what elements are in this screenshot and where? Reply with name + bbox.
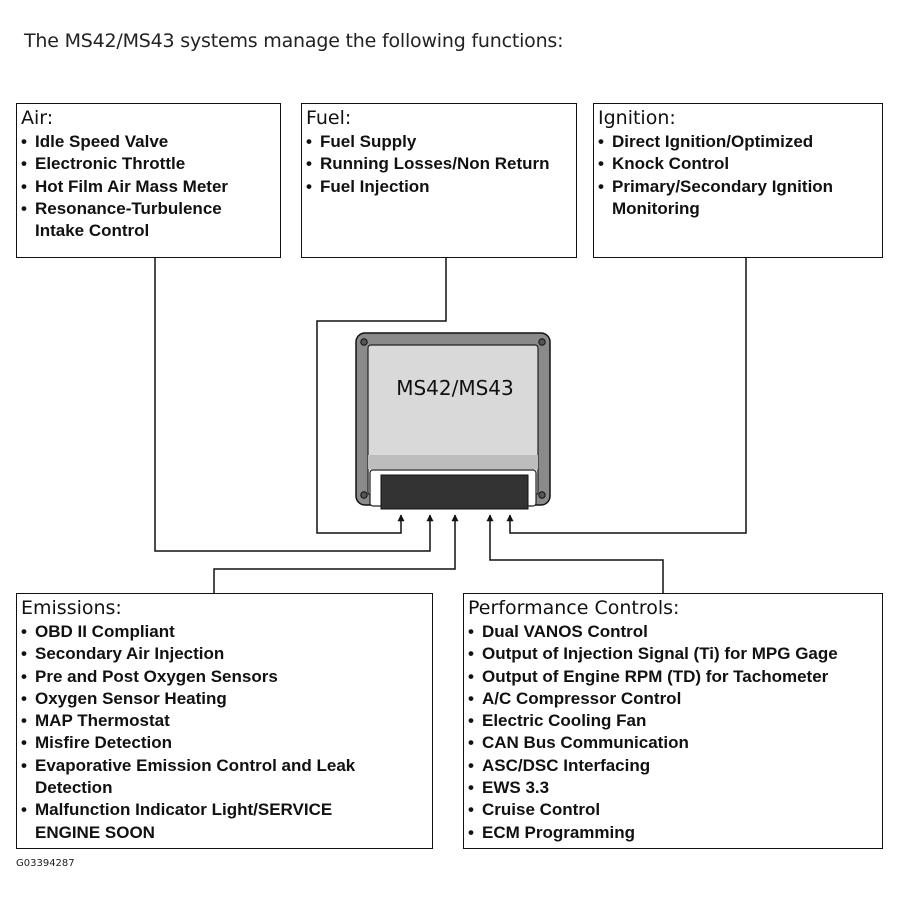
screw-icon — [538, 491, 546, 499]
list-item: Evaporative Emission Control and Leak De… — [21, 755, 410, 800]
list-item: Fuel Injection — [306, 176, 576, 199]
list-item: Cruise Control — [468, 799, 882, 822]
air-box: Air: Idle Speed Valve Electronic Throttl… — [16, 103, 281, 258]
list-item: Pre and Post Oxygen Sensors — [21, 666, 432, 689]
air-title: Air: — [21, 107, 54, 129]
list-item: Malfunction Indicator Light/SERVICE ENGI… — [21, 799, 395, 844]
air-connection-line — [154, 257, 434, 552]
figure-code: G03394287 — [16, 858, 75, 869]
fuel-title: Fuel: — [306, 107, 352, 129]
performance-list: Dual VANOS Control Output of Injection S… — [468, 621, 882, 844]
fuel-connection-line — [316, 257, 447, 534]
emissions-connection-line — [213, 514, 459, 593]
screw-icon — [360, 491, 368, 499]
list-item: Output of Engine RPM (TD) for Tachometer — [468, 666, 882, 689]
list-item: Output of Injection Signal (Ti) for MPG … — [468, 643, 882, 666]
ecu-label: MS42/MS43 — [396, 376, 514, 400]
screw-icon — [538, 338, 546, 346]
emissions-title: Emissions: — [21, 597, 122, 619]
screw-icon — [360, 338, 368, 346]
performance-title: Performance Controls: — [468, 597, 680, 619]
list-item: Fuel Supply — [306, 131, 576, 154]
list-item: Hot Film Air Mass Meter — [21, 176, 280, 199]
list-item: Resonance-Turbulence Intake Control — [21, 198, 250, 243]
ignition-title: Ignition: — [598, 107, 676, 129]
list-item: Electronic Throttle — [21, 153, 280, 176]
diagram-heading: The MS42/MS43 systems manage the followi… — [24, 30, 564, 52]
emissions-box: Emissions: OBD II Compliant Secondary Ai… — [16, 593, 433, 849]
ecu-connector-icon — [380, 474, 529, 510]
ignition-box: Ignition: Direct Ignition/Optimized Knoc… — [593, 103, 883, 258]
fuel-list: Fuel Supply Running Losses/Non Return Fu… — [306, 131, 576, 198]
performance-connection-line — [486, 514, 664, 593]
list-item: ECM Programming — [468, 822, 882, 845]
ecu-module — [355, 332, 551, 510]
air-list: Idle Speed Valve Electronic Throttle Hot… — [21, 131, 280, 242]
list-item: ASC/DSC Interfacing — [468, 755, 882, 778]
list-item: MAP Thermostat — [21, 710, 432, 733]
list-item: Direct Ignition/Optimized — [598, 131, 882, 154]
list-item: Dual VANOS Control — [468, 621, 882, 644]
list-item: Misfire Detection — [21, 732, 432, 755]
ignition-connection-line — [506, 257, 747, 534]
list-item: Primary/Secondary Ignition Monitoring — [598, 176, 862, 221]
list-item: EWS 3.3 — [468, 777, 882, 800]
list-item: Secondary Air Injection — [21, 643, 432, 666]
ecu-strip — [368, 455, 538, 469]
ignition-list: Direct Ignition/Optimized Knock Control … — [598, 131, 882, 220]
list-item: OBD II Compliant — [21, 621, 432, 644]
list-item: Electric Cooling Fan — [468, 710, 882, 733]
emissions-list: OBD II Compliant Secondary Air Injection… — [21, 621, 432, 844]
list-item: Running Losses/Non Return — [306, 153, 576, 176]
list-item: Knock Control — [598, 153, 882, 176]
performance-box: Performance Controls: Dual VANOS Control… — [463, 593, 883, 849]
list-item: Oxygen Sensor Heating — [21, 688, 432, 711]
fuel-box: Fuel: Fuel Supply Running Losses/Non Ret… — [301, 103, 577, 258]
list-item: Idle Speed Valve — [21, 131, 280, 154]
list-item: A/C Compressor Control — [468, 688, 882, 711]
list-item: CAN Bus Communication — [468, 732, 882, 755]
